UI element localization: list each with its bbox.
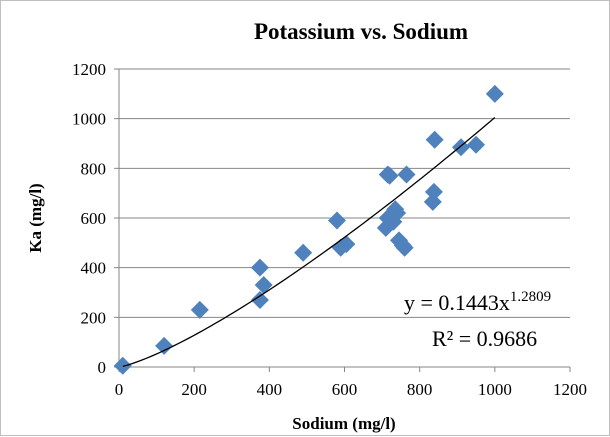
data-point: [294, 243, 313, 262]
data-point: [327, 211, 346, 230]
trendline: [122, 117, 496, 367]
data-points: [113, 84, 504, 375]
x-tick-label: 0: [115, 380, 124, 399]
data-point: [485, 84, 504, 103]
equation-exponent: 1.2809: [510, 289, 551, 305]
x-tick-label: 200: [181, 380, 207, 399]
equation-base: y = 0.1443x: [404, 290, 510, 315]
y-axis-label: Ka (mg/l): [26, 183, 45, 252]
y-tick-label: 1200: [72, 60, 106, 79]
data-point: [425, 130, 444, 149]
y-tick-label: 400: [81, 259, 107, 278]
y-tick-label: 800: [81, 159, 107, 178]
y-tick-label: 1000: [72, 110, 106, 129]
x-axis-label: Sodium (mg/l): [292, 414, 395, 433]
data-point: [395, 238, 414, 257]
y-tick-label: 0: [98, 358, 107, 377]
x-tick-label: 400: [257, 380, 283, 399]
data-point: [250, 258, 269, 277]
data-point: [250, 290, 269, 309]
x-tick-label: 600: [332, 380, 358, 399]
x-axis-ticks: 0 200 400 600 800 1000 1200: [115, 367, 587, 399]
data-point: [254, 276, 273, 295]
data-point: [380, 166, 399, 185]
chart-title: Potassium vs. Sodium: [254, 19, 468, 44]
data-point: [155, 336, 174, 355]
trendline-equation: y = 0.1443x1.2809: [404, 289, 551, 315]
data-point: [388, 204, 407, 223]
data-point: [397, 165, 416, 184]
x-tick-label: 1200: [553, 380, 587, 399]
gridlines: [119, 68, 570, 318]
y-axis-ticks: 0 200 400 600 800 1000 1200: [72, 60, 119, 377]
r-squared-label: R² = 0.9686: [432, 326, 537, 351]
x-tick-label: 800: [407, 380, 433, 399]
y-tick-label: 600: [81, 209, 107, 228]
x-tick-label: 1000: [478, 380, 512, 399]
y-tick-label: 200: [81, 308, 107, 327]
data-point: [424, 182, 443, 201]
data-point: [190, 300, 209, 319]
data-point: [467, 135, 486, 154]
